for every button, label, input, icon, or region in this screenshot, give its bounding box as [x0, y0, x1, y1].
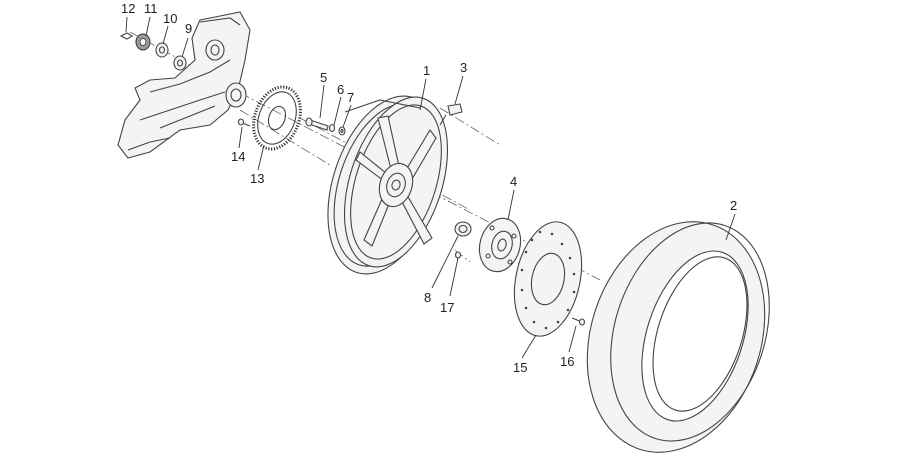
callout-4: 4: [510, 174, 517, 189]
tire-valve-3: [439, 103, 463, 126]
callout-7: 7: [347, 90, 354, 105]
callout-10: 10: [163, 11, 177, 26]
callout-11: 11: [144, 1, 158, 16]
washer-6: [328, 123, 336, 133]
callout-15: 15: [513, 360, 527, 375]
screw-14: [237, 118, 251, 127]
clip-12: [119, 32, 134, 40]
bushing-9: [173, 55, 187, 71]
wheel-rim-1: [327, 95, 449, 275]
callout-2: 2: [730, 198, 737, 213]
spacer-8: [454, 221, 472, 237]
bolt-5: [305, 117, 329, 131]
callout-5: 5: [320, 70, 327, 85]
leader-lines: [125, 16, 736, 359]
swing-arm-bracket: [117, 11, 251, 159]
callout-12: 12: [121, 1, 135, 16]
abs-tone-wheel-13: [252, 85, 302, 151]
nut-11: [135, 33, 151, 51]
nut-17: [454, 251, 462, 259]
callout-8: 8: [424, 290, 431, 305]
callout-labels: 12 11 10 9 5 6 7 1 3 4 2 14 13 8 17 15 1…: [121, 1, 737, 375]
callout-16: 16: [560, 354, 574, 369]
callout-13: 13: [250, 171, 264, 186]
brake-disc-hub-4: [478, 217, 522, 273]
screw-16: [571, 317, 586, 326]
callout-9: 9: [185, 21, 192, 36]
tire-2: [586, 221, 770, 453]
callout-6: 6: [337, 82, 344, 97]
washer-7: [338, 126, 346, 136]
callout-14: 14: [231, 149, 245, 164]
callout-1: 1: [423, 63, 430, 78]
callout-3: 3: [460, 60, 467, 75]
washer-10: [155, 42, 169, 58]
callout-17: 17: [440, 300, 454, 315]
